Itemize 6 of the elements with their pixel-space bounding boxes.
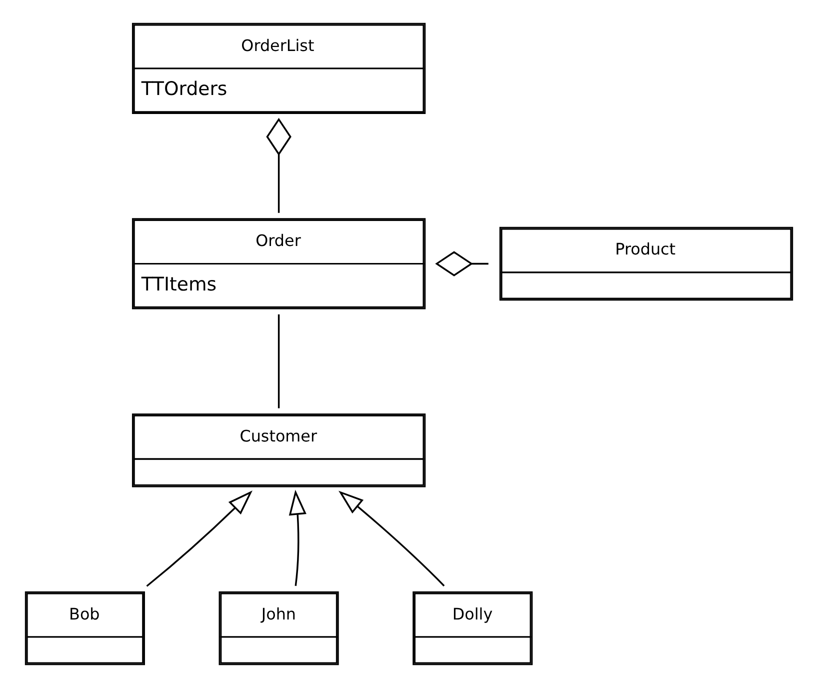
arrow [288, 489, 306, 586]
connector [435, 250, 488, 276]
connector [278, 314, 280, 408]
connector [266, 117, 292, 212]
arrow [146, 490, 252, 586]
arrow [338, 490, 445, 586]
